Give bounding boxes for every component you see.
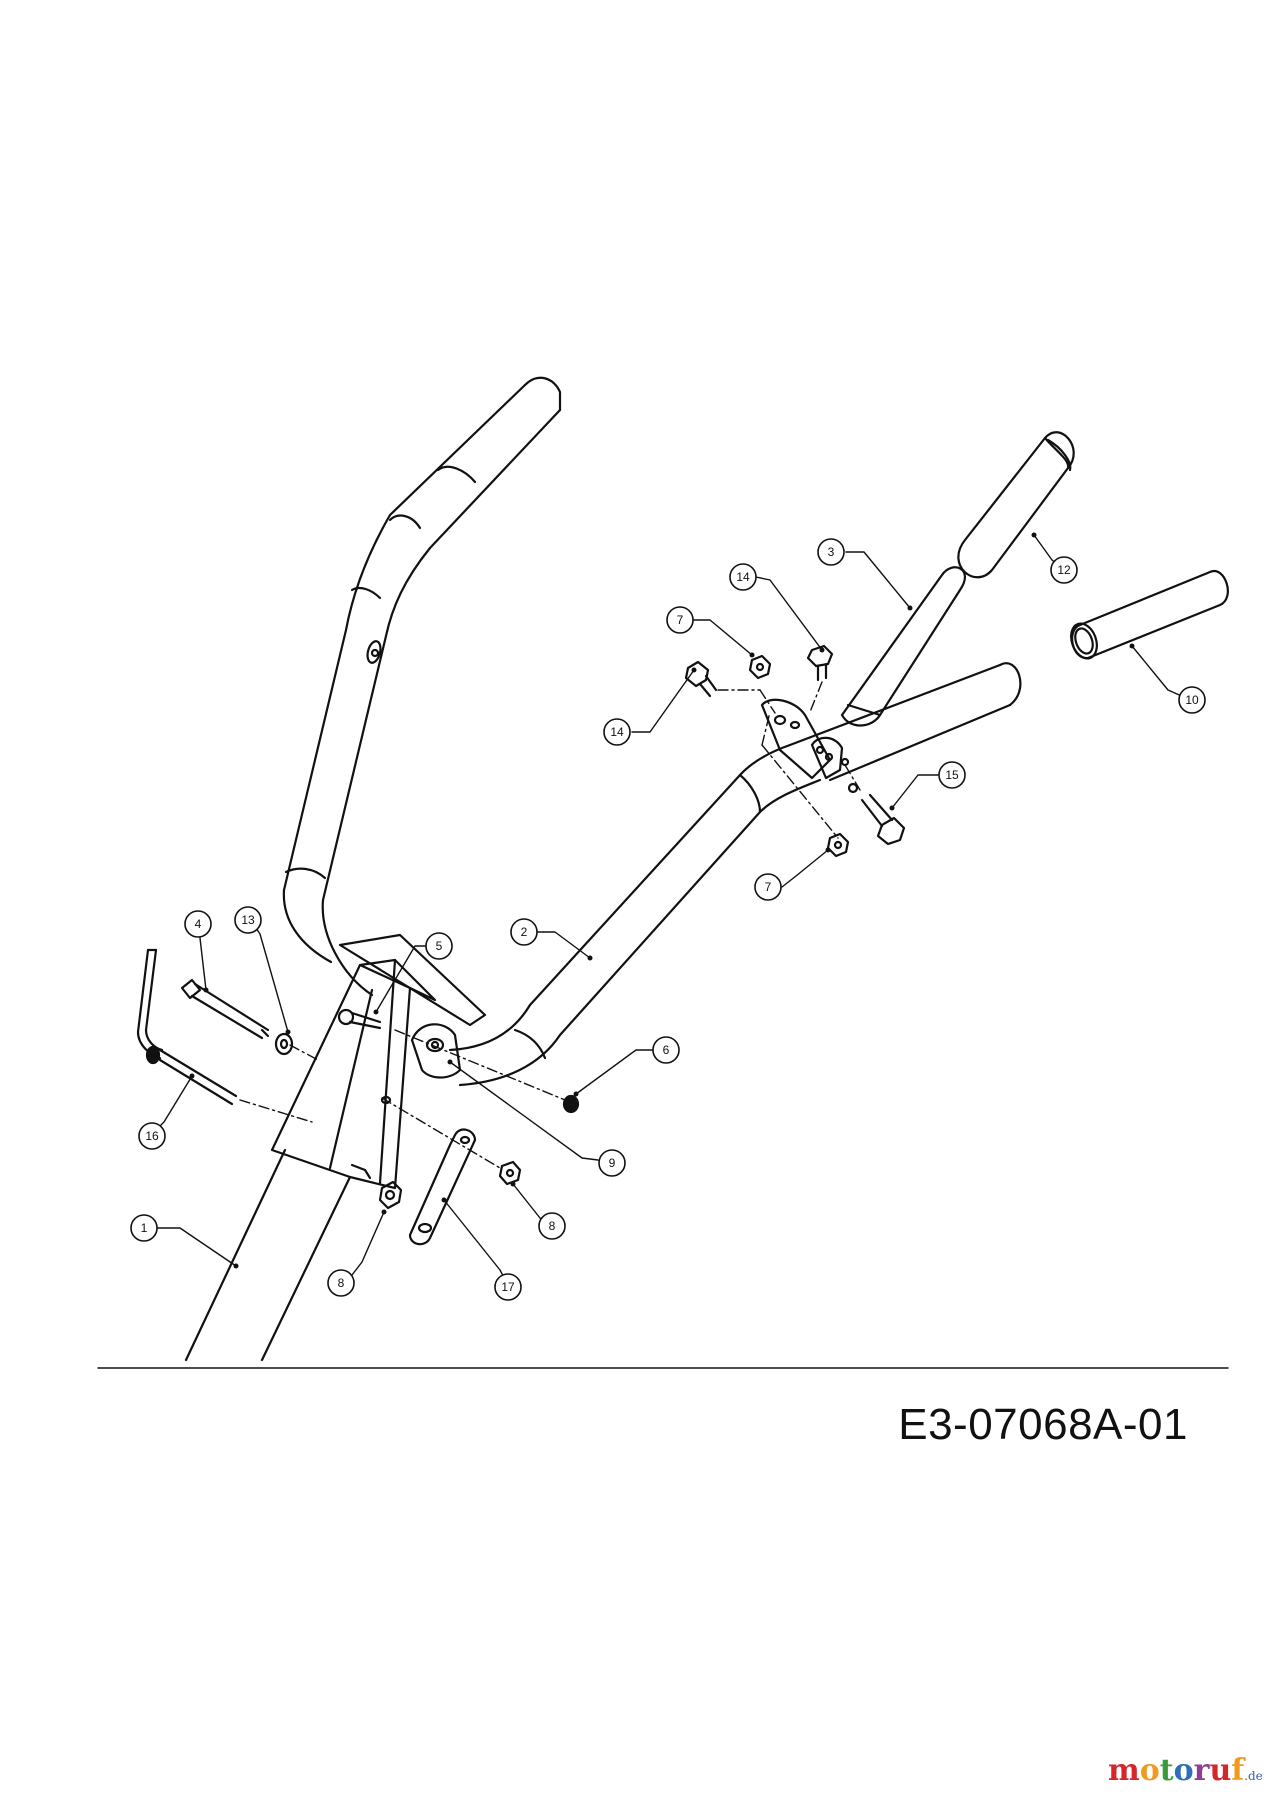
callout-13: 13 <box>234 906 262 934</box>
brand-letter: u <box>1209 1753 1232 1788</box>
callout-3: 3 <box>817 538 845 566</box>
svg-text:9: 9 <box>609 1156 616 1170</box>
assembly-lines <box>239 681 861 1169</box>
svg-text:17: 17 <box>501 1280 515 1294</box>
brand-letter: r <box>1193 1753 1210 1788</box>
drawing-code: E3-07068A-01 <box>898 1400 1188 1449</box>
bolt-14-top <box>806 644 834 682</box>
brand-letter: m <box>1108 1753 1140 1788</box>
svg-text:3: 3 <box>828 545 835 559</box>
svg-text:14: 14 <box>610 725 624 739</box>
callout-15: 15 <box>938 761 966 789</box>
leader-arrowheads <box>189 532 1135 1269</box>
lever-bolt <box>136 948 238 1106</box>
brand-tld: .de <box>1244 1769 1263 1783</box>
handle-bracket <box>270 933 487 1190</box>
callout-7-bottom: 7 <box>754 873 782 901</box>
brand-letter: o <box>1139 1753 1160 1788</box>
long-bolt <box>180 978 270 1040</box>
callout-17: 17 <box>494 1273 522 1301</box>
brand-letter: t <box>1159 1753 1174 1788</box>
callout-5: 5 <box>425 932 453 960</box>
brand-letter: f <box>1231 1753 1245 1788</box>
svg-text:16: 16 <box>145 1129 159 1143</box>
callout-8-left: 8 <box>327 1269 355 1297</box>
svg-text:13: 13 <box>241 913 255 927</box>
svg-text:7: 7 <box>765 880 772 894</box>
grip-upper <box>840 566 967 727</box>
svg-text:5: 5 <box>436 939 443 953</box>
bolt-15 <box>847 782 906 846</box>
strap <box>408 1128 477 1246</box>
nut-6 <box>562 1094 580 1114</box>
svg-text:2: 2 <box>521 925 528 939</box>
callout-balloons: 1 2 3 4 5 6 7 7 8 8 9 10 12 13 14 14 15 … <box>130 538 1206 1301</box>
svg-text:10: 10 <box>1185 693 1199 707</box>
washer <box>274 1032 294 1056</box>
svg-text:14: 14 <box>736 570 750 584</box>
callout-1: 1 <box>130 1214 158 1242</box>
svg-text:1: 1 <box>141 1221 148 1235</box>
svg-text:8: 8 <box>338 1276 345 1290</box>
callout-leaders <box>151 534 1187 1286</box>
pin-bolt <box>337 1008 382 1030</box>
svg-text:7: 7 <box>677 613 684 627</box>
clamp <box>410 1023 462 1079</box>
right-handlebar <box>448 662 1022 1087</box>
brand-logo[interactable]: motoruf.de <box>1108 1756 1263 1786</box>
callout-10: 10 <box>1178 686 1206 714</box>
bolt-14-left <box>684 660 718 698</box>
callout-2: 2 <box>510 918 538 946</box>
nut-8-right <box>498 1160 522 1186</box>
svg-text:6: 6 <box>663 1043 670 1057</box>
callout-9: 9 <box>598 1149 626 1177</box>
lower-handle-tube <box>184 1148 352 1362</box>
loose-grip-10 <box>1070 569 1229 660</box>
callout-4: 4 <box>184 910 212 938</box>
callout-12: 12 <box>1050 556 1078 584</box>
callout-8-right: 8 <box>538 1212 566 1240</box>
loose-grip-12 <box>957 431 1075 579</box>
svg-text:8: 8 <box>549 1219 556 1233</box>
callout-16: 16 <box>138 1122 166 1150</box>
brand-letter: o <box>1173 1753 1194 1788</box>
nut-7-top <box>748 654 772 680</box>
svg-text:15: 15 <box>945 768 959 782</box>
svg-text:12: 12 <box>1057 563 1071 577</box>
nut-8-left <box>378 1180 403 1210</box>
left-handlebar <box>282 376 562 997</box>
callout-14-top: 14 <box>729 563 757 591</box>
callout-14-left: 14 <box>603 718 631 746</box>
callout-6: 6 <box>652 1036 680 1064</box>
svg-text:4: 4 <box>195 917 202 931</box>
callout-7-top: 7 <box>666 606 694 634</box>
